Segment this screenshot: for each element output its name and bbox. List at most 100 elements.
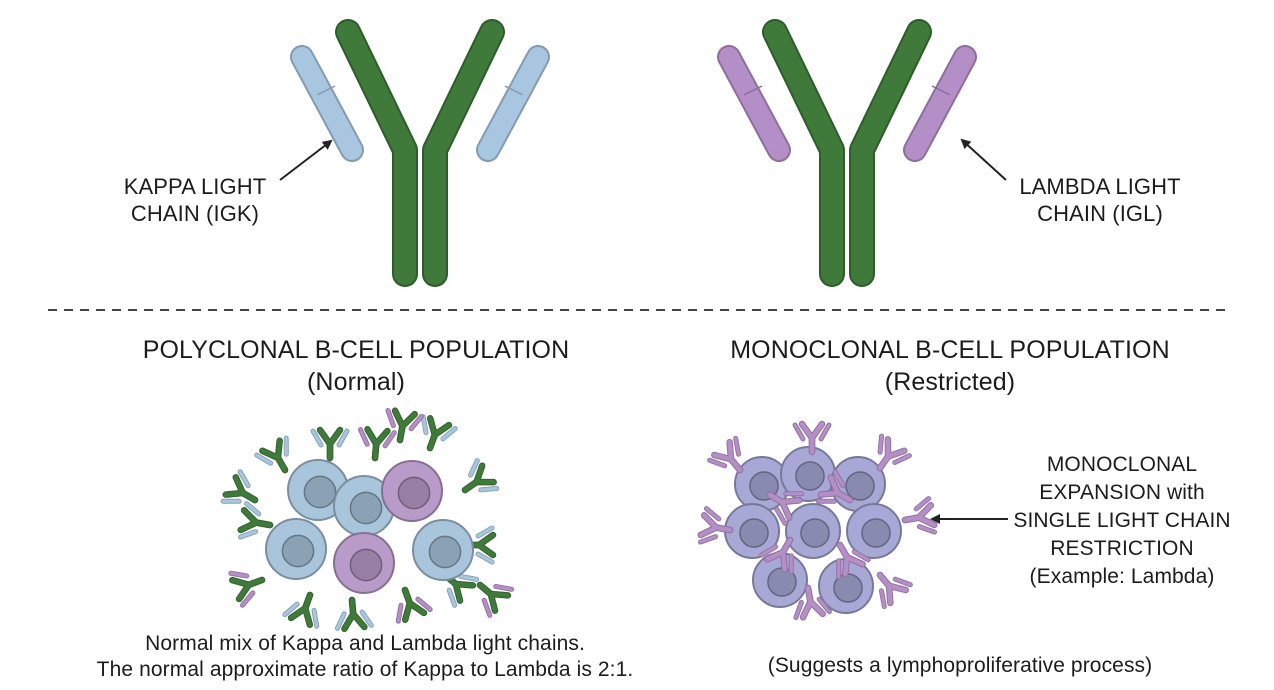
polyclonal-title: POLYCLONAL B-CELL POPULATION: [142, 336, 570, 364]
monoclonal-antibody-10-light-left-fill: [817, 597, 832, 614]
polyclonal-antibody-11-light-right-fill: [396, 603, 403, 623]
kappa-heavy-chain-left: [337, 21, 416, 285]
polyclonal-antibody-13-heavy-right-fill: [477, 582, 498, 613]
kappa-light-chain-left: [292, 47, 362, 160]
polyclonal-antibody-2: [310, 426, 350, 462]
polyclonal-antibody-13-light-right-fill: [482, 598, 492, 617]
polyclonal-antibody-7: [237, 501, 274, 540]
monoclonal-cell-4-nucleus: [739, 518, 769, 548]
monoclonal-cell-2-nucleus: [795, 461, 825, 491]
monoclonal-antibody-1-light-right-fill: [734, 436, 741, 456]
monoclonal-cell-3-nucleus: [845, 471, 875, 501]
polyclonal-antibody-8-light-left-fill: [240, 591, 255, 607]
monoclonal-antibody-11-heavy-right-fill: [701, 513, 733, 533]
polyclonal-antibody-11: [395, 586, 433, 624]
monoclonal-antibody-4-heavy-right-fill: [902, 515, 937, 528]
polyclonal-antibody-10-light-right-fill: [335, 612, 346, 630]
polyclonal-antibody-8: [228, 570, 266, 608]
polyclonal-antibody-4: [420, 414, 458, 452]
polyclonal-antibody-13-light-left-fill: [494, 584, 514, 591]
kappa-arrow: [279, 139, 333, 181]
polyclonal-antibody-13: [476, 581, 515, 618]
polyclonal-antibody-12-light-right-fill: [447, 588, 457, 607]
monoclonal-caption: (Suggests a lymphoproliferative process): [767, 654, 1153, 677]
polyclonal-antibody-2-light-right-fill: [337, 429, 349, 447]
monoclonal-antibody-9-light-left-fill: [893, 577, 912, 587]
monoclonal-subtitle: (Restricted): [884, 368, 1016, 396]
monoclonal-antibody-6-heavy-right-fill: [765, 537, 793, 562]
polyclonal-antibody-5-heavy-right-fill: [462, 479, 496, 493]
monoclonal-title: MONOCLONAL B-CELL POPULATION: [730, 336, 1170, 364]
monoclonal-annotation-line3: SINGLE LIGHT CHAIN: [1013, 509, 1231, 532]
monoclonal-annotation: MONOCLONAL EXPANSION with SINGLE LIGHT C…: [990, 451, 1254, 591]
polyclonal-subtitle: (Normal): [306, 368, 406, 396]
kappa-antibody: [290, 19, 550, 287]
monoclonal-cell-6-nucleus: [861, 518, 891, 548]
polyclonal-antibody-6-light-right-fill: [476, 552, 494, 564]
monoclonal-antibody-1-heavy-right-fill: [727, 439, 743, 473]
polyclonal-antibody-14-light-left-fill: [386, 408, 395, 428]
polyclonal-caption-line1: Normal mix of Kappa and Lambda light cha…: [145, 632, 585, 655]
monoclonal-antibody-9: [876, 571, 913, 610]
monoclonal-antibody-2-light-right-fill: [819, 423, 831, 441]
polyclonal-antibody-3-light-right-fill: [383, 430, 396, 448]
polyclonal-cell-1-nucleus: [303, 475, 337, 509]
polyclonal-antibody-9: [282, 591, 320, 629]
monoclonal-antibody-6-light-left-fill: [789, 554, 793, 574]
polyclonal-antibody-1-heavy-right-fill: [275, 438, 288, 473]
monoclonal-antibody-6-light-right-fill: [760, 545, 778, 557]
polyclonal-antibody-7-light-right-fill: [244, 501, 261, 516]
lambda-light-domain-line-right: [931, 85, 951, 96]
kappa-heavy-chain-right: [424, 21, 503, 285]
polyclonal-antibody-5-light-left-fill: [468, 458, 479, 477]
polyclonal-antibody-7-heavy-right-fill: [241, 508, 273, 528]
polyclonal-antibody-4-light-right-fill: [441, 426, 457, 441]
monoclonal-antibody-9-light-right-fill: [879, 589, 886, 609]
polyclonal-cell-2-nucleus: [349, 491, 383, 525]
polyclonal-antibody-10-light-left-fill: [360, 610, 373, 628]
lambda-antibody: [717, 19, 977, 287]
monoclonal-annotation-line4: RESTRICTION: [1050, 537, 1194, 560]
monoclonal-antibody-5-heavy-right-fill: [837, 542, 850, 577]
polyclonal-cell-4-nucleus: [281, 534, 315, 568]
polyclonal-antibody-3-light-left-fill: [358, 428, 369, 446]
monoclonal-antibody-8: [815, 469, 854, 504]
polyclonal-antibody-2-light-left-fill: [311, 429, 323, 447]
polyclonal-cell-cluster: [220, 407, 515, 633]
kappa-light-domain-line-left: [316, 85, 336, 96]
monoclonal-annotation-line2: EXPANSION with: [1039, 481, 1205, 504]
monoclonal-annotation-line5: (Example: Lambda): [1029, 565, 1215, 588]
kappa-light-chain-right: [478, 47, 548, 160]
polyclonal-antibody-11-heavy-right-fill: [402, 587, 413, 622]
polyclonal-antibody-5: [461, 458, 500, 494]
monoclonal-antibody-7-light-right-fill: [775, 507, 787, 525]
monoclonal-antibody-6: [759, 536, 794, 575]
monoclonal-antibody-7-heavy-right-fill: [767, 492, 792, 520]
monoclonal-antibody-3-light-left-fill: [878, 434, 884, 454]
polyclonal-antibody-14: [385, 407, 424, 444]
polyclonal-cell-6-nucleus: [428, 535, 462, 569]
monoclonal-antibody-11-light-left-fill: [698, 535, 718, 544]
monoclonal-antibody-2: [792, 420, 832, 456]
polyclonal-antibody-9-light-right-fill: [283, 602, 299, 617]
polyclonal-cell-5-nucleus: [349, 548, 383, 582]
lambda-arrow: [960, 138, 1007, 181]
polyclonal-caption-line2: The normal approximate ratio of Kappa to…: [96, 658, 634, 681]
kappa-label-line2: CHAIN (IGK): [130, 201, 260, 226]
monoclonal-antibody-8-light-right-fill: [833, 470, 845, 488]
kappa-light-domain-line-right: [504, 85, 524, 96]
polyclonal-antibody-14-light-right-fill: [409, 414, 424, 431]
monoclonal-antibody-5-light-right-fill: [837, 559, 841, 579]
monoclonal-antibody-11-light-right-fill: [704, 506, 721, 521]
lambda-label-line2: CHAIN (IGL): [1037, 201, 1163, 226]
polyclonal-antibody-12-light-left-fill: [459, 574, 479, 581]
monoclonal-antibody-8-heavy-right-fill: [828, 475, 853, 503]
monoclonal-antibody-9-heavy-right-fill: [877, 572, 893, 606]
polyclonal-heading: POLYCLONAL B-CELL POPULATION (Normal): [96, 334, 616, 398]
monoclonal-antibody-3-light-right-fill: [893, 454, 912, 465]
polyclonal-antibody-1-light-right-fill: [284, 436, 288, 456]
monoclonal-antibody-3-heavy-right-fill: [877, 448, 907, 471]
polyclonal-cell-3-nucleus: [397, 476, 431, 510]
polyclonal-antibody-15: [220, 469, 259, 504]
